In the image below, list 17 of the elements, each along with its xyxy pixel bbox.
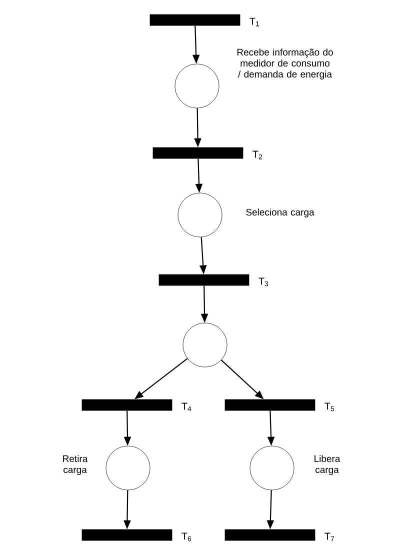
- transition-label: T$_{5}$: [324, 402, 334, 412]
- transition-label: T$_{1}$: [250, 18, 260, 26]
- place-circle: [182, 322, 228, 368]
- place-label: Recebe informação do medidor de consumo / demanda de energia: [237, 48, 333, 80]
- transition-bar: [150, 14, 240, 26]
- place-circle: [250, 446, 294, 490]
- transition-label: T$_{4}$: [182, 402, 192, 412]
- place-label: Seleciona carga: [246, 208, 314, 218]
- transition-label: T$_{6}$: [182, 532, 192, 542]
- transition-label: T$_{2}$: [252, 150, 262, 160]
- place-circle: [174, 64, 220, 108]
- place-label: Libera carga: [314, 455, 340, 475]
- place-circle: [178, 192, 222, 238]
- transition-label: T$_{3}$: [258, 278, 268, 286]
- place-circle: [106, 446, 150, 490]
- place-label: Retira carga: [63, 455, 88, 475]
- transition-label: T$_{7}$: [324, 532, 334, 542]
